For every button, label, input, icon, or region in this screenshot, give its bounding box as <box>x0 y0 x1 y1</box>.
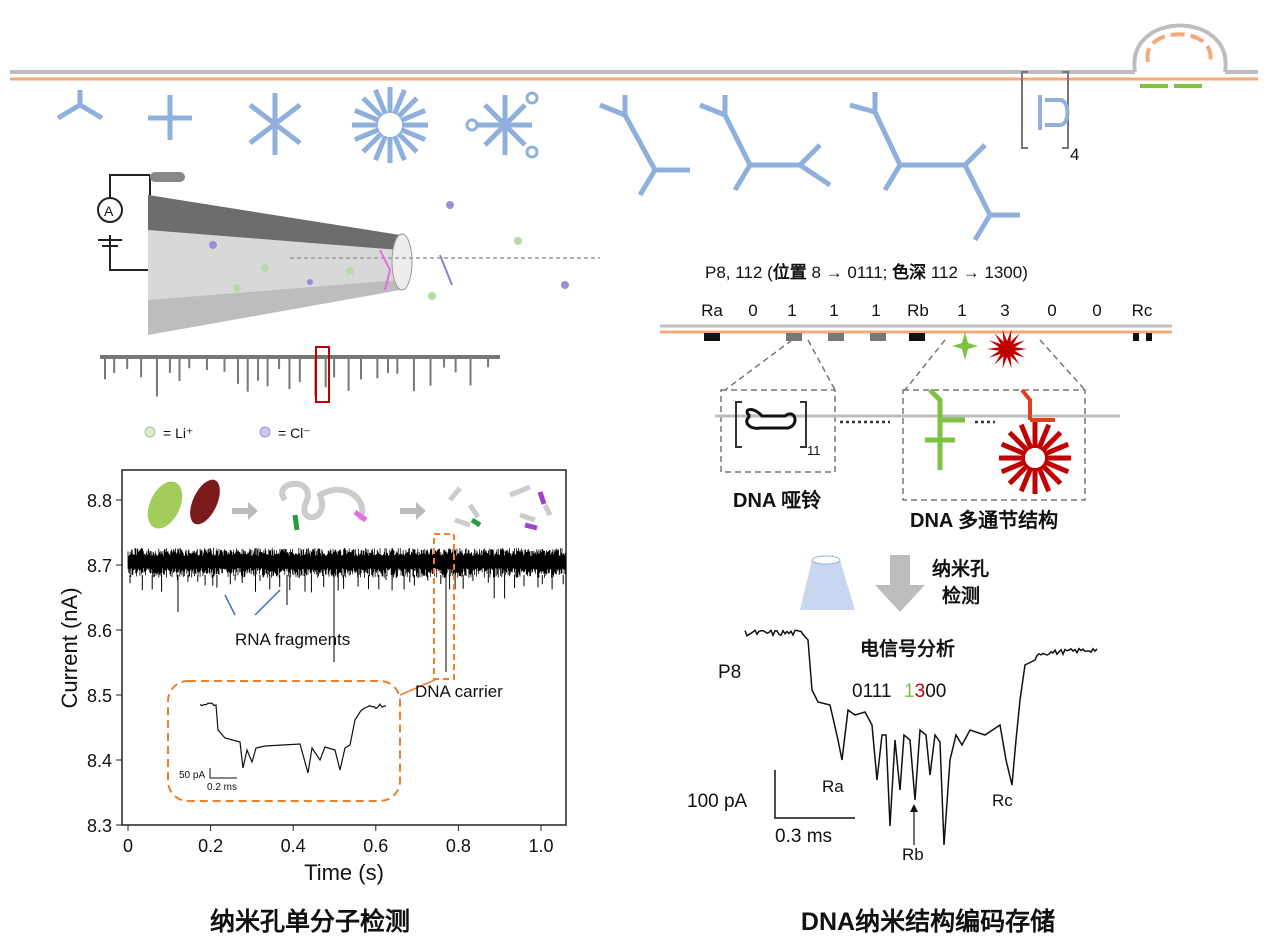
bacteria-icon <box>147 481 183 529</box>
x-tick-label: 0.2 <box>198 836 223 856</box>
code-position-label: 0 <box>1092 301 1101 320</box>
green-cross-structure-icon <box>925 388 965 470</box>
x-tick-label: 1.0 <box>528 836 553 856</box>
y-tick-label: 8.6 <box>87 621 112 641</box>
left-caption: 纳米孔单分子检测 <box>210 907 410 936</box>
code-block <box>1146 333 1152 341</box>
mini-event-trace <box>104 357 490 397</box>
branched-structure-icon <box>599 95 690 197</box>
bracket-hairpin-icon: 4 <box>1021 71 1079 164</box>
right-caption: DNA纳米结构编码存储 <box>801 907 1055 936</box>
code-block <box>828 333 844 341</box>
inset-box <box>167 680 401 802</box>
star-junction-icon <box>352 87 428 163</box>
noise-trace <box>127 548 566 672</box>
y-axis-label: Current (nA) <box>57 587 82 708</box>
scale-bar <box>774 770 855 819</box>
bracket-subscript: 4 <box>1070 145 1079 164</box>
code-position-label: 1 <box>829 301 838 320</box>
svg-text:0.3 ms: 0.3 ms <box>775 826 832 847</box>
encoding-header: P8, 112 (位置 8 → 0111; 色深 112 → 1300) <box>705 262 1028 282</box>
code-position-label: Ra <box>701 301 723 320</box>
code-position-label: 3 <box>1000 301 1009 320</box>
y-tick-label: 8.5 <box>87 686 112 706</box>
arrow-icon <box>400 502 426 520</box>
star-with-loops-icon <box>465 91 539 159</box>
x-tick-label: 0.8 <box>446 836 471 856</box>
branched-structure-icon <box>849 92 1020 242</box>
dna-carrier-highlight <box>433 533 455 680</box>
y-junction-icon <box>56 90 104 121</box>
cross-junction-icon <box>148 95 192 140</box>
y-tick-label: 8.7 <box>87 556 112 576</box>
svg-text:0.2 ms: 0.2 ms <box>207 782 237 793</box>
top-dna-strand <box>10 23 1258 88</box>
six-arm-junction-icon <box>248 93 302 155</box>
code-block <box>786 333 802 341</box>
svg-text:P8: P8 <box>718 662 741 683</box>
svg-text:电信号分析: 电信号分析 <box>860 637 955 660</box>
svg-text:11: 11 <box>807 443 821 458</box>
code-position-label: 0 <box>1047 301 1056 320</box>
code-position-label: Rb <box>907 301 929 320</box>
x-tick-label: 0 <box>123 836 133 856</box>
svg-text:= Cl⁻: = Cl⁻ <box>278 425 311 441</box>
signal-trace <box>744 629 1098 846</box>
code-block <box>909 333 925 341</box>
red-starburst-icon <box>987 329 1027 369</box>
code-block <box>704 333 720 341</box>
svg-text:A: A <box>104 203 114 219</box>
svg-text:50 pA: 50 pA <box>179 770 205 781</box>
ions <box>209 201 569 300</box>
code-block <box>1133 333 1139 341</box>
svg-text:DNA 哑铃: DNA 哑铃 <box>733 488 821 512</box>
encoding-panel: P8, 112 (位置 8 → 0111; 色深 112 → 1300) Ra 0… <box>660 262 1172 864</box>
svg-text:Ra: Ra <box>822 777 844 796</box>
x-tick-label: 0.4 <box>281 836 306 856</box>
current-trace-chart: 8.8 8.7 8.6 8.5 8.4 8.3 0 0.2 0.4 0.6 0.8 1.0 Curre… <box>57 469 567 885</box>
code-position-label: 0 <box>748 301 757 320</box>
svg-text:检测: 检测 <box>942 584 980 607</box>
nanopore-setup: A = Li⁺ = Cl⁻ <box>97 172 600 441</box>
svg-text:DNA 多通节结构: DNA 多通节结构 <box>910 508 1058 532</box>
svg-text:RNA fragments: RNA fragments <box>235 630 350 649</box>
bacteria-icon <box>190 479 220 525</box>
code-block <box>870 333 886 341</box>
svg-text:纳米孔: 纳米孔 <box>932 557 989 580</box>
code-position-label: Rc <box>1132 301 1153 320</box>
x-tick-label: 0.6 <box>363 836 388 856</box>
inset-trace <box>199 702 387 774</box>
y-tick-label: 8.8 <box>87 491 112 511</box>
y-tick-label: 8.4 <box>87 751 112 771</box>
nanopore-cone-icon <box>800 560 855 610</box>
fragments-icon <box>448 484 553 528</box>
svg-text:Rc: Rc <box>992 791 1013 810</box>
ammeter-icon <box>97 197 123 223</box>
x-axis-label: Time (s) <box>304 860 384 885</box>
svg-text:DNA carrier: DNA carrier <box>415 682 503 701</box>
down-arrow-icon <box>875 555 925 612</box>
svg-text:100 pA: 100 pA <box>687 791 748 812</box>
highlight-box <box>315 346 330 403</box>
code-position-label: 1 <box>787 301 796 320</box>
code-position-label: 1 <box>957 301 966 320</box>
red-star-structure-icon <box>999 422 1071 494</box>
svg-text:= Li⁺: = Li⁺ <box>163 425 193 441</box>
branched-structure-icon <box>699 95 832 192</box>
code-position-label: 1 <box>871 301 880 320</box>
green-star-icon <box>952 332 978 360</box>
svg-text:Rb: Rb <box>902 845 924 864</box>
dna-nanostructures: 4 <box>56 71 1079 242</box>
rna-icon <box>279 480 366 522</box>
y-tick-label: 8.3 <box>87 816 112 836</box>
dumbbell-icon <box>745 408 797 430</box>
arrow-icon <box>232 502 258 520</box>
